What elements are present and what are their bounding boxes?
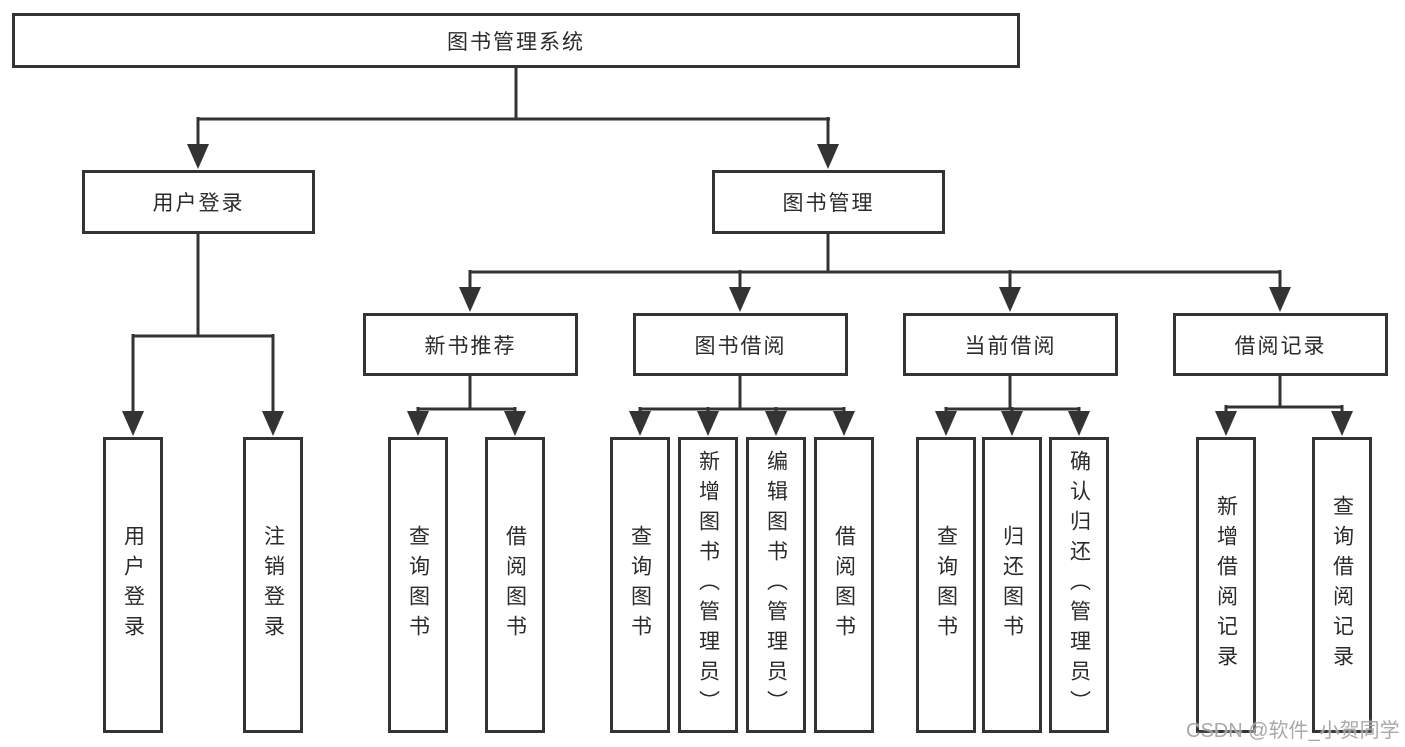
node-label: 注销登录 (261, 525, 285, 645)
node-label: 新增借阅记录 (1214, 495, 1238, 675)
node-book-borrow: 图书借阅 (633, 313, 848, 376)
node-leaf-borrow-books-recommend: 借阅图书 (485, 437, 545, 733)
node-label: 查询图书 (628, 525, 652, 645)
node-leaf-user-login: 用户登录 (103, 437, 163, 733)
node-borrow-records: 借阅记录 (1173, 313, 1388, 376)
node-leaf-logout: 注销登录 (243, 437, 303, 733)
node-label: 图书管理 (782, 192, 875, 215)
node-book-management: 图书管理 (712, 170, 945, 234)
node-current-borrow: 当前借阅 (903, 313, 1118, 376)
node-leaf-query-books-recommend: 查询图书 (388, 437, 448, 733)
node-label: 借阅图书 (503, 525, 527, 645)
node-label: 用户登录 (121, 525, 145, 645)
node-leaf-add-borrow-record: 新增借阅记录 (1196, 437, 1256, 733)
node-leaf-return-books: 归还图书 (982, 437, 1042, 733)
node-user-login: 用户登录 (82, 170, 315, 234)
node-leaf-query-books-current: 查询图书 (916, 437, 976, 733)
node-leaf-borrow-books: 借阅图书 (814, 437, 874, 733)
csdn-watermark: CSDN @软件_小贺同学 (1186, 720, 1400, 742)
node-label: 编辑图书（管理员） (764, 450, 788, 720)
node-leaf-edit-books-admin: 编辑图书（管理员） (746, 437, 806, 733)
node-leaf-query-books-borrow: 查询图书 (610, 437, 670, 733)
node-label: 确认归还（管理员） (1067, 450, 1091, 720)
node-label: 借阅图书 (832, 525, 856, 645)
node-label: 查询图书 (406, 525, 430, 645)
arrowheads (122, 144, 1353, 436)
node-label: 图书借阅 (694, 334, 787, 358)
node-new-book-recommend: 新书推荐 (363, 313, 578, 376)
node-label: 查询图书 (934, 525, 958, 645)
node-leaf-query-borrow-record: 查询借阅记录 (1312, 437, 1372, 733)
node-label: 查询借阅记录 (1330, 495, 1354, 675)
node-label: 用户登录 (152, 192, 245, 215)
node-label: 借阅记录 (1234, 334, 1327, 358)
node-label: 当前借阅 (964, 334, 1057, 358)
node-leaf-add-books-admin: 新增图书（管理员） (678, 437, 738, 733)
node-label: 新书推荐 (424, 334, 517, 358)
node-library-management-system: 图书管理系统 (12, 13, 1020, 68)
node-leaf-confirm-return-admin: 确认归还（管理员） (1049, 437, 1109, 733)
node-label: 图书管理系统 (447, 30, 585, 54)
node-label: 归还图书 (1000, 525, 1024, 645)
node-label: 新增图书（管理员） (696, 450, 720, 720)
